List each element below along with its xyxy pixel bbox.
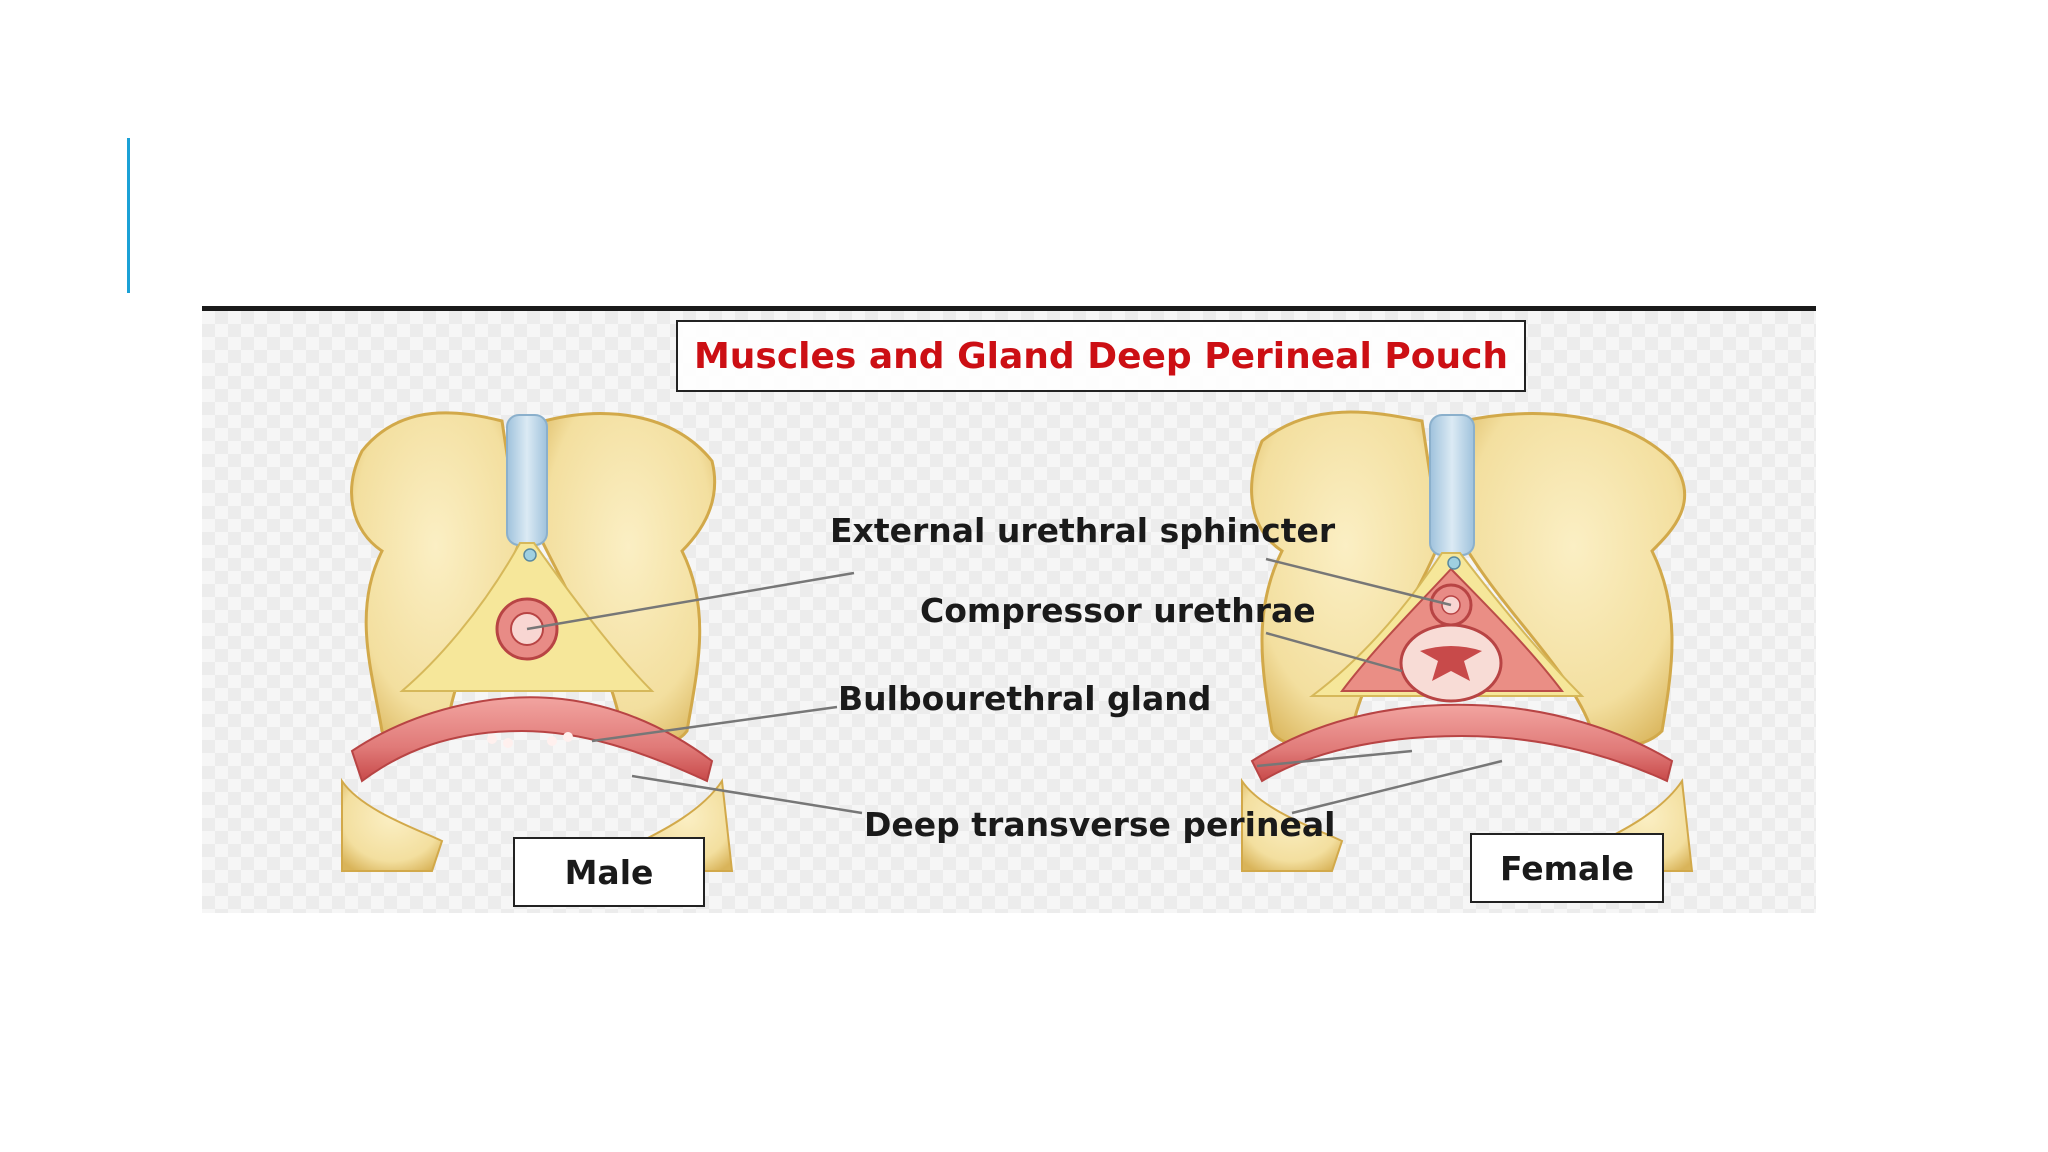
figure-title-box: Muscles and Gland Deep Perineal Pouch (676, 320, 1526, 392)
male-right-pubic-bone (540, 412, 717, 748)
female-pelvis (1241, 410, 1694, 872)
label-compressor-urethrae: Compressor urethrae (920, 591, 1316, 630)
anatomy-figure: Muscles and Gland Deep Perineal Pouch Ex… (202, 306, 1816, 913)
leader-lines (526, 557, 1503, 815)
male-left-pubic-bone (350, 411, 522, 748)
male-deep-transverse-perineal-muscle (350, 696, 714, 783)
panel-label-female: Female (1470, 833, 1664, 903)
female-symphysis-cartilage (1429, 414, 1475, 556)
label-deep-transverse-perineal: Deep transverse perineal (864, 805, 1336, 844)
male-pelvis (341, 411, 734, 872)
panel-label-male: Male (513, 837, 705, 907)
label-external-urethral-sphincter: External urethral sphincter (830, 511, 1336, 550)
male-symphysis-cartilage (506, 414, 548, 546)
anatomy-illustration (341, 410, 1694, 872)
accent-bar (127, 138, 130, 293)
label-bulbourethral-gland: Bulbourethral gland (838, 679, 1212, 718)
female-deep-transverse-perineal-muscle (1250, 703, 1674, 783)
figure-title: Muscles and Gland Deep Perineal Pouch (693, 335, 1509, 377)
